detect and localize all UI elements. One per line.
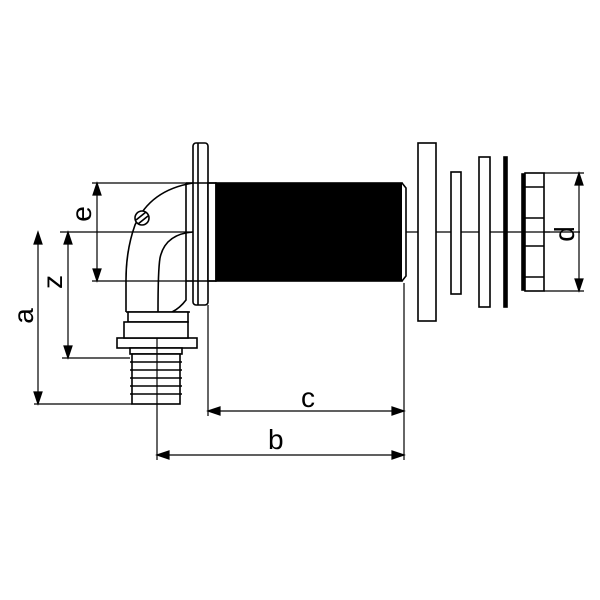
label-a: a: [7, 308, 39, 324]
threaded-shank: [186, 182, 407, 282]
dimension-e: [92, 181, 193, 283]
label-b: b: [268, 424, 284, 455]
small-washer: [450, 171, 462, 295]
elbow-body: [125, 182, 194, 323]
label-d: d: [548, 226, 580, 242]
dimension-b: [155, 450, 406, 460]
seal-ring: [503, 156, 508, 308]
dimension-d: [544, 171, 584, 293]
dimension-c: [206, 283, 406, 460]
medium-washer: [478, 156, 491, 308]
dimension-z: [62, 230, 130, 360]
pex-connector: [116, 321, 198, 405]
label-e: e: [65, 206, 97, 222]
dimension-a: [33, 230, 132, 406]
label-c: c: [301, 382, 315, 413]
large-washer: [417, 142, 437, 322]
lock-nut: [521, 172, 550, 292]
label-z: z: [37, 275, 68, 289]
